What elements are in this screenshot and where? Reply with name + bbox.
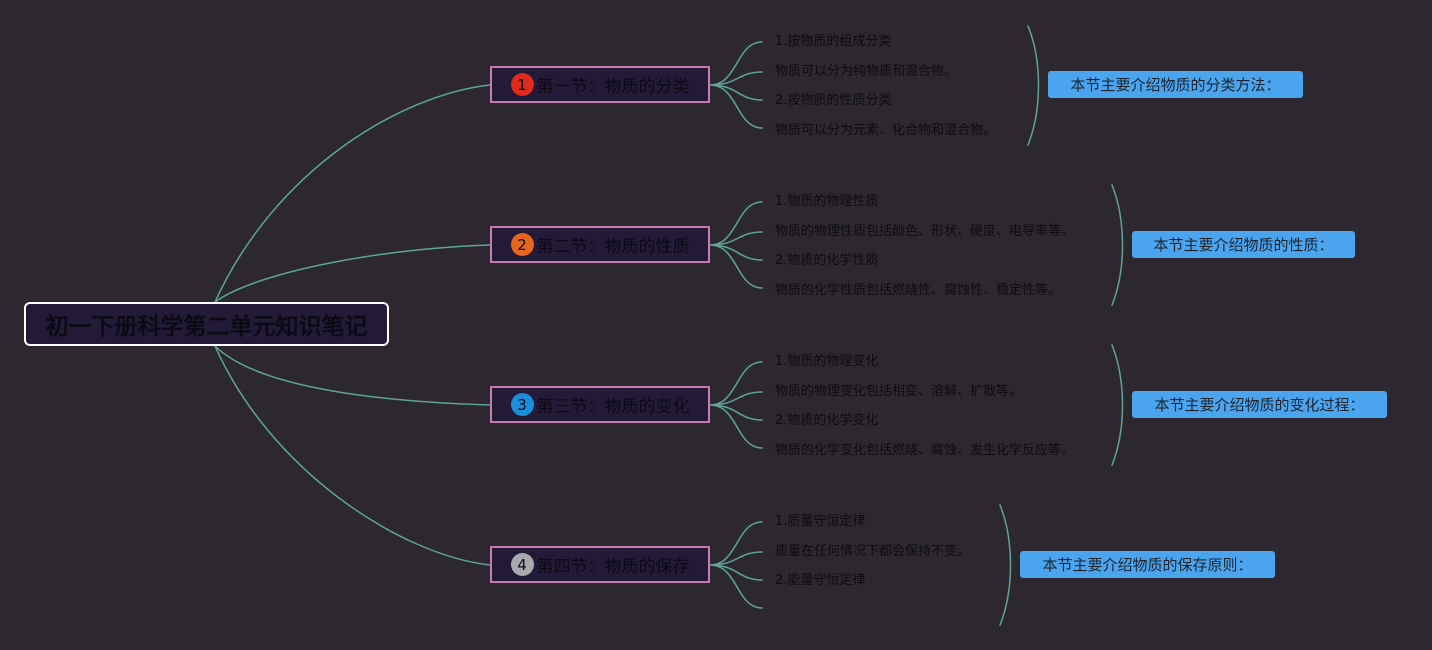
- section-2-topic[interactable]: 2 第二节：物质的性质: [490, 226, 710, 263]
- section-2-item-3[interactable]: 2.物质的化学性质: [775, 253, 879, 268]
- section-1-topic[interactable]: 1 第一节：物质的分类: [490, 66, 710, 103]
- section-title: 第二节：物质的性质: [536, 237, 690, 257]
- section-3-topic[interactable]: 3 第三节：物质的变化: [490, 386, 710, 423]
- section-title: 第四节：物质的保存: [536, 557, 690, 577]
- section-4-branch-lines: [709, 521, 763, 609]
- section-4-item-3[interactable]: 2.能量守恒定律: [775, 573, 866, 588]
- number-badge-icon: 3: [510, 393, 534, 416]
- section-1-item-1[interactable]: 1.按物质的组成分类: [775, 34, 892, 49]
- section-4-topic[interactable]: 4 第四节：物质的保存: [490, 546, 710, 583]
- root-to-section-4-line: [214, 345, 491, 566]
- root-to-section-1-line: [214, 84, 491, 303]
- section-1-item-3[interactable]: 2.按物质的性质分类: [775, 93, 892, 108]
- section-3-item-1[interactable]: 1.物质的物理变化: [775, 354, 879, 369]
- section-3-item-2[interactable]: 物质的物理变化包括相变、溶解、扩散等。: [775, 384, 1023, 399]
- section-4-item-1[interactable]: 1.质量守恒定律: [775, 514, 866, 529]
- root-topic[interactable]: 初一下册科学第二单元知识笔记: [24, 302, 389, 346]
- section-2-summary[interactable]: 本节主要介绍物质的性质：: [1132, 231, 1355, 258]
- section-4-item-2[interactable]: 质量在任何情况下都会保持不变。: [775, 544, 971, 559]
- section-3-branch-lines: [709, 361, 763, 449]
- section-title: 第三节：物质的变化: [536, 397, 690, 417]
- section-1-summary[interactable]: 本节主要介绍物质的分类方法：: [1048, 71, 1303, 98]
- section-3-summary[interactable]: 本节主要介绍物质的变化过程：: [1132, 391, 1387, 418]
- section-2-item-4[interactable]: 物质的化学性质包括燃烧性、腐蚀性、稳定性等。: [775, 283, 1062, 298]
- summary-bracket-4: [999, 504, 1012, 626]
- section-1-branch-lines: [709, 41, 763, 129]
- number-badge-icon: 4: [510, 553, 534, 576]
- section-2-item-2[interactable]: 物质的物理性质包括颜色、形状、硬度、电导率等。: [775, 224, 1075, 239]
- number-badge-icon: 2: [510, 233, 534, 256]
- section-1-item-4[interactable]: 物质可以分为元素、化合物和混合物。: [775, 123, 997, 138]
- section-3-item-4[interactable]: 物质的化学变化包括燃烧、腐蚀、发生化学反应等。: [775, 443, 1075, 458]
- section-3-item-3[interactable]: 2.物质的化学变化: [775, 413, 879, 428]
- section-1-item-2[interactable]: 物质可以分为纯物质和混合物。: [775, 64, 958, 79]
- summary-bracket-3: [1111, 344, 1124, 466]
- section-4-summary[interactable]: 本节主要介绍物质的保存原则：: [1020, 551, 1275, 578]
- section-2-branch-lines: [709, 201, 763, 289]
- root-to-section-2-line: [214, 244, 491, 303]
- summary-bracket-2: [1111, 184, 1124, 306]
- section-title: 第一节：物质的分类: [536, 77, 690, 97]
- summary-bracket-1: [1027, 25, 1040, 146]
- section-2-item-1[interactable]: 1.物质的物理性质: [775, 194, 879, 209]
- number-badge-icon: 1: [510, 73, 534, 96]
- root-to-section-3-line: [214, 345, 491, 406]
